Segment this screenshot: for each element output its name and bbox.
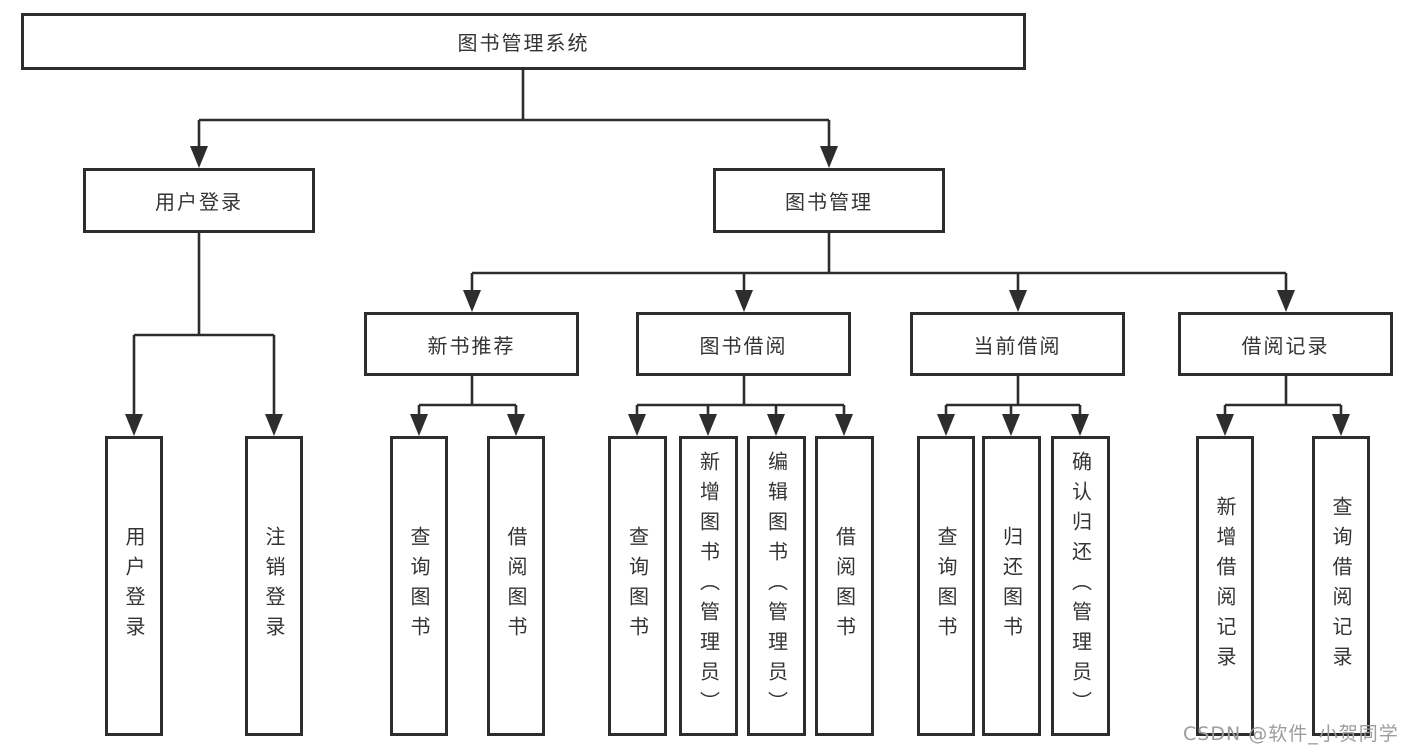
leaf-query-borrow-record-label: 查询借阅记录 <box>1329 496 1353 676</box>
leaf-query-books-borrowing: 查询图书 <box>608 436 667 736</box>
arrowhead-icon <box>835 414 853 436</box>
leaf-borrow-books: 借阅图书 <box>815 436 874 736</box>
arrowhead-icon <box>767 414 785 436</box>
watermark: CSDN @软件_小贺同学 <box>1183 723 1399 745</box>
leaf-query-books-recommend-label: 查询图书 <box>407 526 431 646</box>
leaf-add-borrow-record: 新增借阅记录 <box>1196 436 1254 736</box>
leaf-query-books-current-label: 查询图书 <box>934 526 958 646</box>
node-current-borrowing: 当前借阅 <box>910 312 1125 376</box>
node-book-borrowing-label: 图书借阅 <box>699 333 788 358</box>
leaf-borrow-books-recommend: 借阅图书 <box>487 436 545 736</box>
node-new-book-recommend-label: 新书推荐 <box>427 333 516 358</box>
leaf-add-borrow-record-label: 新增借阅记录 <box>1213 496 1237 676</box>
leaf-confirm-return-admin: 确认归还（管理员） <box>1051 436 1110 736</box>
node-book-management: 图书管理 <box>713 168 945 233</box>
arrowhead-icon <box>628 414 646 436</box>
node-root: 图书管理系统 <box>21 13 1026 70</box>
arrowhead-icon <box>507 414 525 436</box>
arrowhead-icon <box>125 414 143 436</box>
arrowhead-icon <box>410 414 428 436</box>
node-new-book-recommend: 新书推荐 <box>364 312 579 376</box>
arrowhead-icon <box>1071 414 1089 436</box>
arrowhead-icon <box>1332 414 1350 436</box>
arrowheads <box>125 146 1350 436</box>
arrowhead-icon <box>1009 290 1027 312</box>
leaf-add-books-admin-label: 新增图书（管理员） <box>696 451 721 721</box>
arrowhead-icon <box>1277 290 1295 312</box>
leaf-user-login-label: 用户登录 <box>122 526 146 646</box>
node-borrowing-records: 借阅记录 <box>1178 312 1393 376</box>
leaf-borrow-books-label: 借阅图书 <box>832 526 857 646</box>
leaf-return-books: 归还图书 <box>982 436 1041 736</box>
arrowhead-icon <box>735 290 753 312</box>
leaf-query-borrow-record: 查询借阅记录 <box>1312 436 1370 736</box>
leaf-return-books-label: 归还图书 <box>999 526 1024 646</box>
leaf-query-books-current: 查询图书 <box>917 436 975 736</box>
node-book-borrowing: 图书借阅 <box>636 312 851 376</box>
leaf-query-books-borrowing-label: 查询图书 <box>625 526 650 646</box>
node-user-login: 用户登录 <box>83 168 315 233</box>
arrowhead-icon <box>1002 414 1020 436</box>
leaf-borrow-books-recommend-label: 借阅图书 <box>504 526 528 646</box>
tree-edges <box>132 70 1343 416</box>
arrowhead-icon <box>190 146 208 168</box>
node-book-management-label: 图书管理 <box>785 190 873 214</box>
leaf-edit-books-admin-label: 编辑图书（管理员） <box>764 451 789 721</box>
leaf-query-books-recommend: 查询图书 <box>390 436 448 736</box>
leaf-add-books-admin: 新增图书（管理员） <box>679 436 738 736</box>
arrowhead-icon <box>463 290 481 312</box>
leaf-logout: 注销登录 <box>245 436 303 736</box>
node-borrowing-records-label: 借阅记录 <box>1241 333 1330 358</box>
node-current-borrowing-label: 当前借阅 <box>973 333 1062 358</box>
leaf-user-login: 用户登录 <box>105 436 163 736</box>
leaf-confirm-return-admin-label: 确认归还（管理员） <box>1068 451 1093 721</box>
arrowhead-icon <box>937 414 955 436</box>
arrowhead-icon <box>699 414 717 436</box>
arrowhead-icon <box>265 414 283 436</box>
leaf-edit-books-admin: 编辑图书（管理员） <box>747 436 806 736</box>
leaf-logout-label: 注销登录 <box>262 526 286 646</box>
arrowhead-icon <box>820 146 838 168</box>
node-user-login-label: 用户登录 <box>155 190 243 214</box>
arrowhead-icon <box>1216 414 1234 436</box>
node-root-label: 图书管理系统 <box>457 31 590 55</box>
